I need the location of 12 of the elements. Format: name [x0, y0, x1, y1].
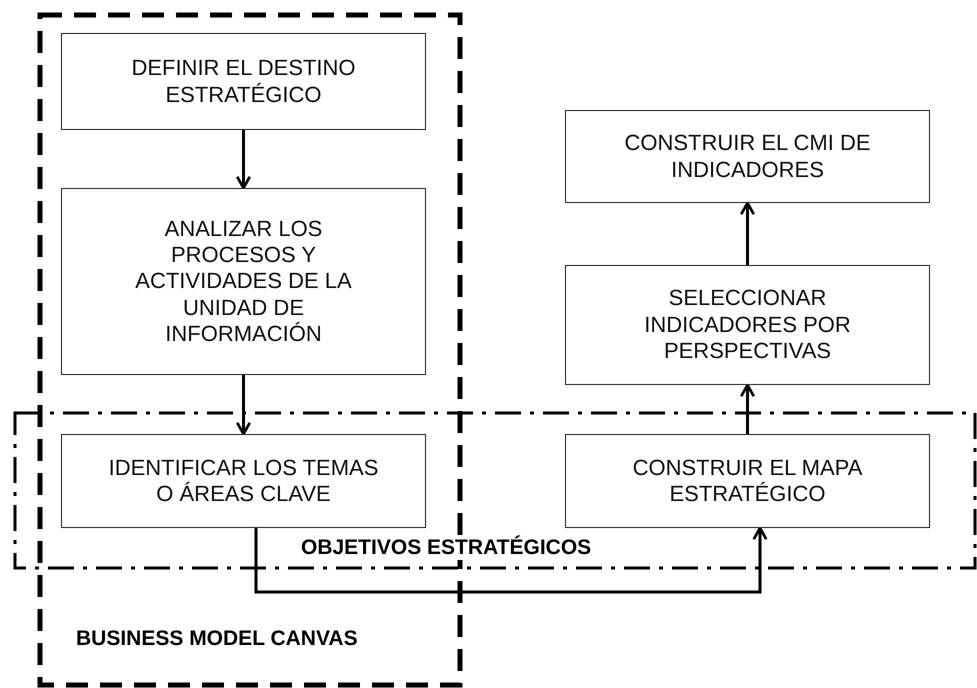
arrow — [740, 202, 756, 265]
process-box: CONSTRUIR EL MAPA ESTRATÉGICO — [565, 434, 930, 528]
process-box: CONSTRUIR EL CMI DE INDICADORES — [565, 110, 930, 203]
process-box: SELECCIONAR INDICADORES POR PERSPECTIVAS — [565, 265, 930, 385]
arrow — [254, 526, 768, 594]
dash-dot-group-band — [15, 413, 975, 568]
arrow — [236, 130, 252, 190]
process-box: IDENTIFICAR LOS TEMAS O ÁREAS CLAVE — [61, 434, 426, 528]
process-box: DEFINIR EL DESTINO ESTRATÉGICO — [61, 33, 426, 130]
arrow — [740, 384, 756, 434]
process-box: ANALIZAR LOS PROCESOS Y ACTIVIDADES DE LA UNIDAD DE INFORMACIÓN — [61, 188, 426, 375]
arrow — [236, 375, 252, 436]
